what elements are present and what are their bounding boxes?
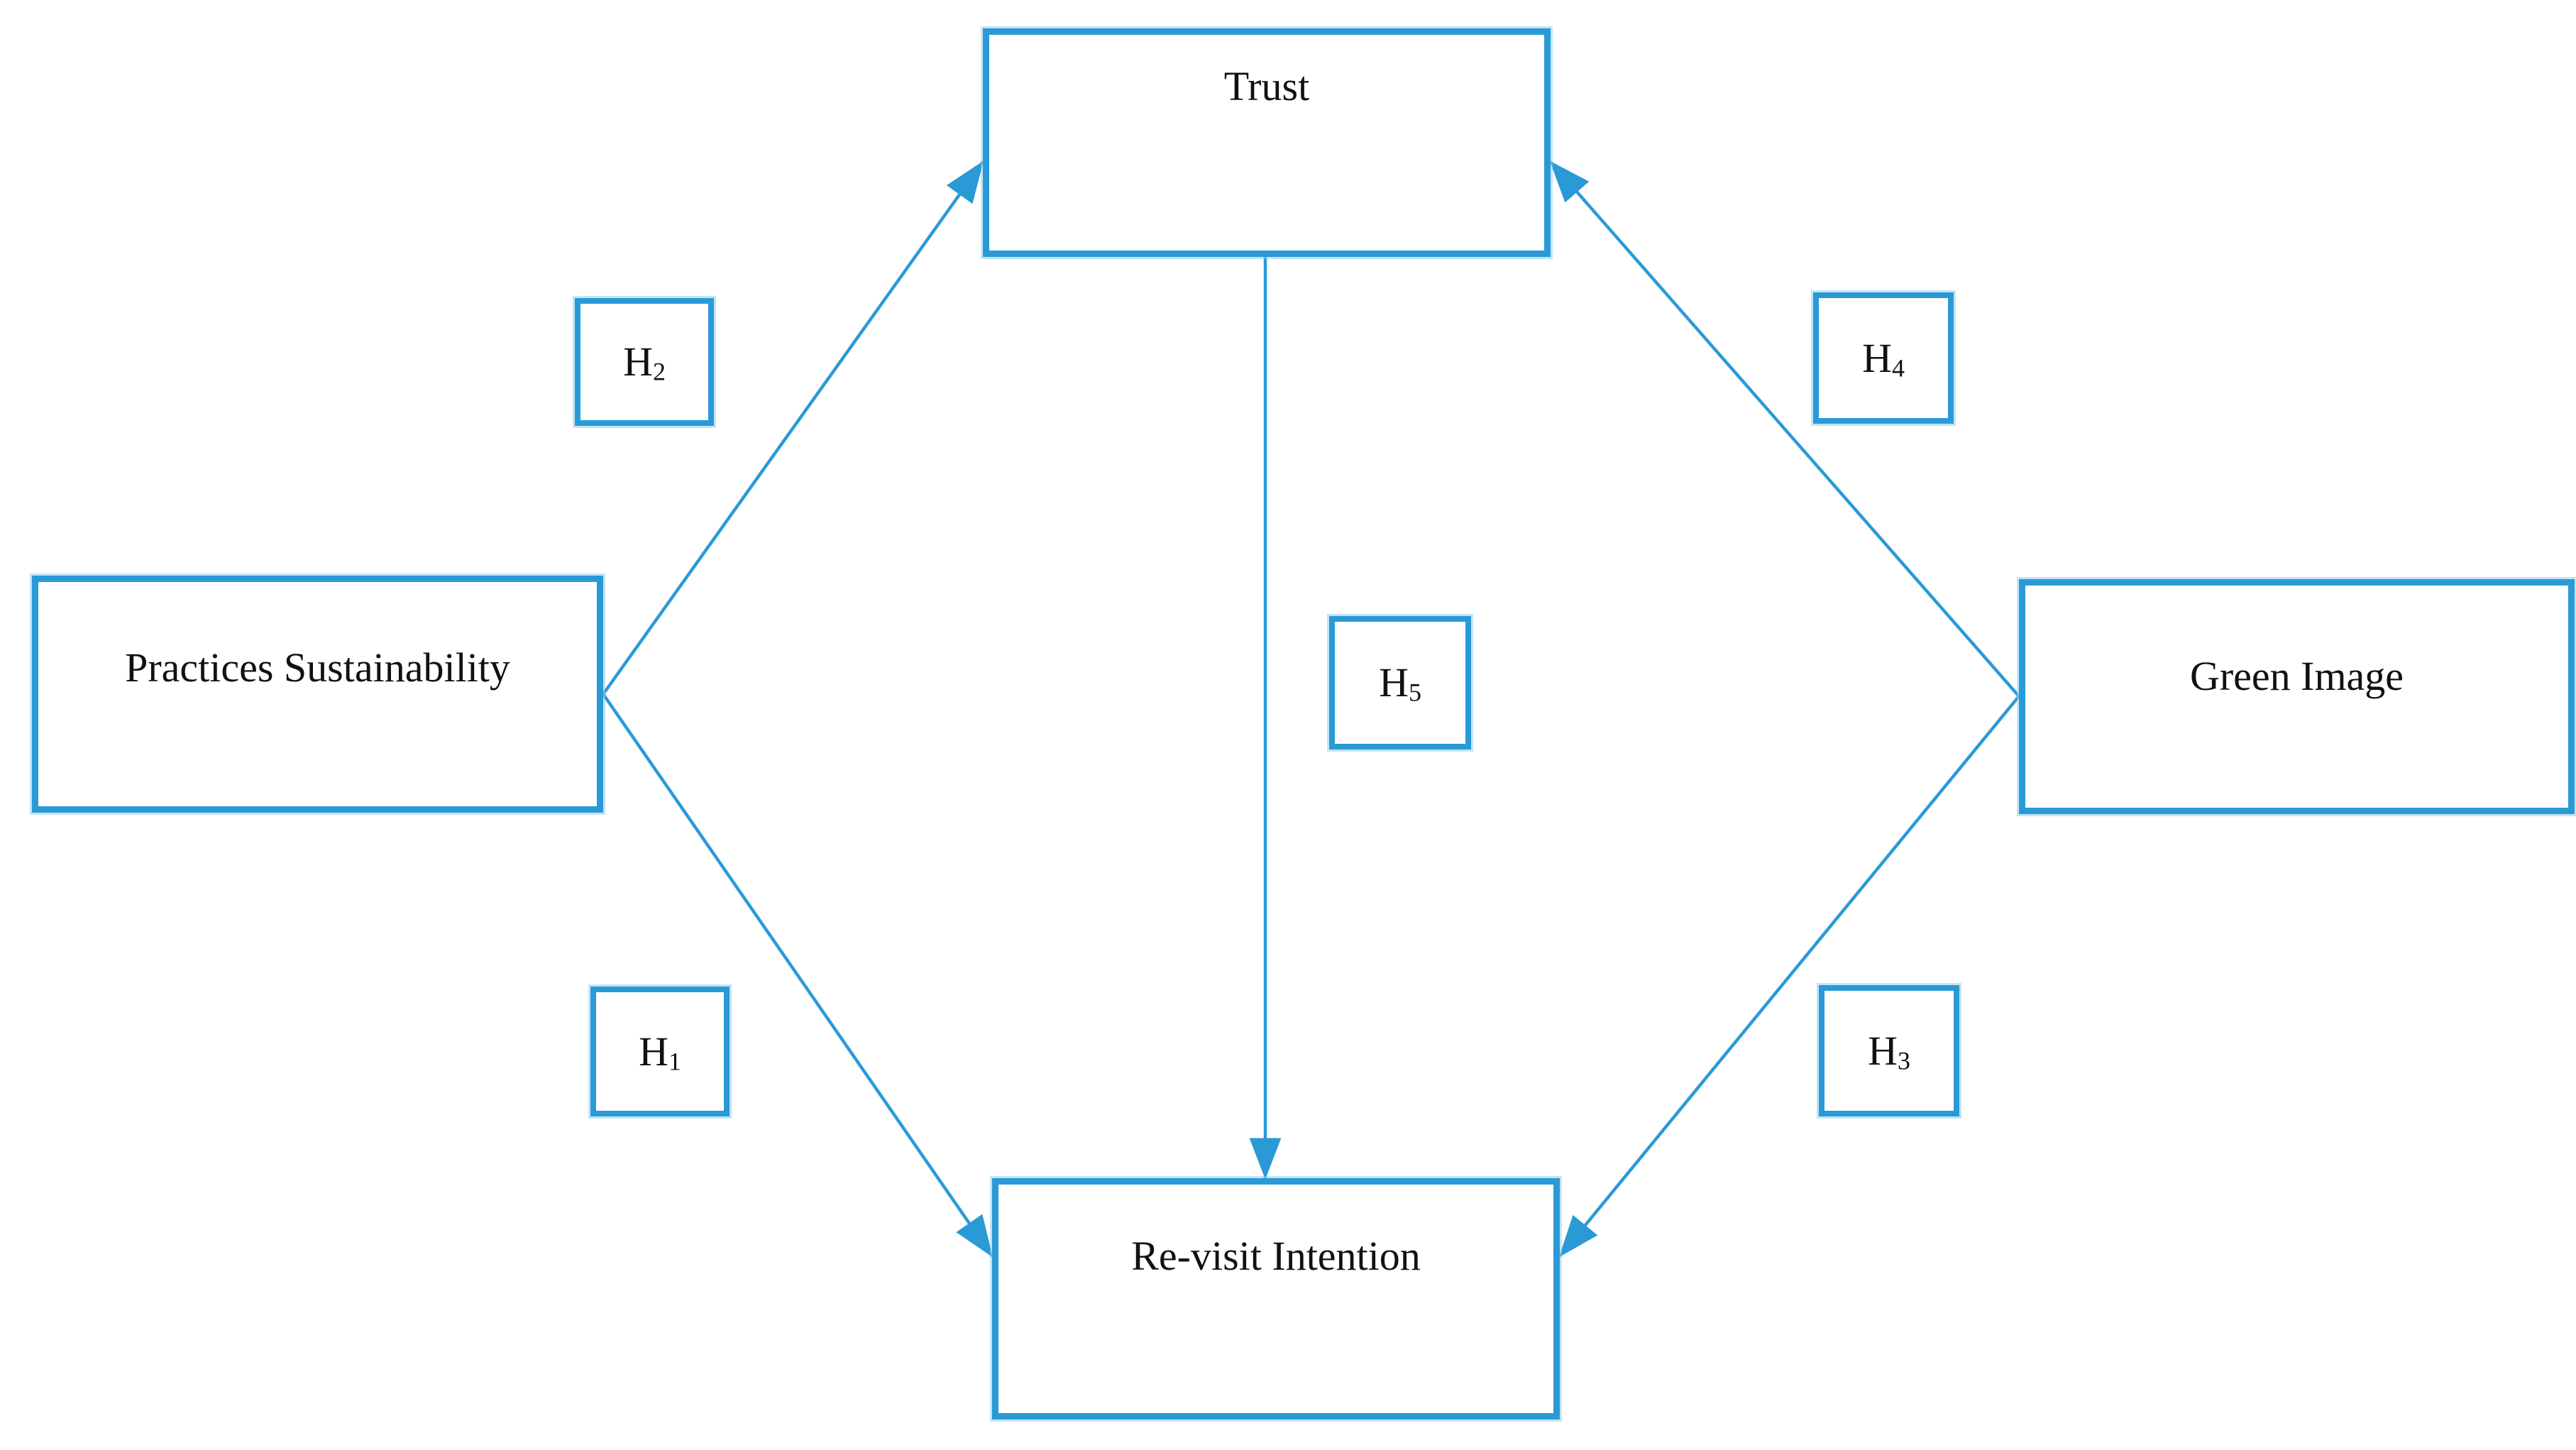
hypothesis-box-h2: H2 <box>575 298 714 426</box>
node-trust-label: Trust <box>1223 63 1310 109</box>
node-trust: Trust <box>983 28 1551 257</box>
hypothesis-label-h1: H1 <box>639 1028 681 1075</box>
hypothesis-label-h3: H3 <box>1868 1027 1910 1075</box>
node-revisit-intention: Re-visit Intention <box>992 1178 1560 1419</box>
node-practices-sustainability-label: Practices Sustainability <box>125 644 510 691</box>
hypothesis-label-h4: H4 <box>1862 334 1905 382</box>
hypothesis-box-h1: H1 <box>590 987 730 1116</box>
h2-arrow <box>602 160 984 696</box>
node-practices-sustainability: Practices Sustainability <box>32 576 603 813</box>
h1-arrow <box>602 693 993 1258</box>
hypothesis-box-h5: H5 <box>1329 616 1471 749</box>
hypothesis-label-h2: H2 <box>623 339 666 386</box>
hypothesis-label-h5: H5 <box>1379 659 1421 707</box>
node-green-image: Green Image <box>2019 579 2575 814</box>
node-revisit-intention-label: Re-visit Intention <box>1131 1233 1421 1279</box>
h3-arrow <box>1558 695 2020 1258</box>
h4-arrow <box>1549 160 2020 698</box>
node-green-image-label: Green Image <box>2189 653 2404 699</box>
hypothesis-box-h3: H3 <box>1819 985 1959 1116</box>
hypothesis-box-h4: H4 <box>1813 292 1954 424</box>
